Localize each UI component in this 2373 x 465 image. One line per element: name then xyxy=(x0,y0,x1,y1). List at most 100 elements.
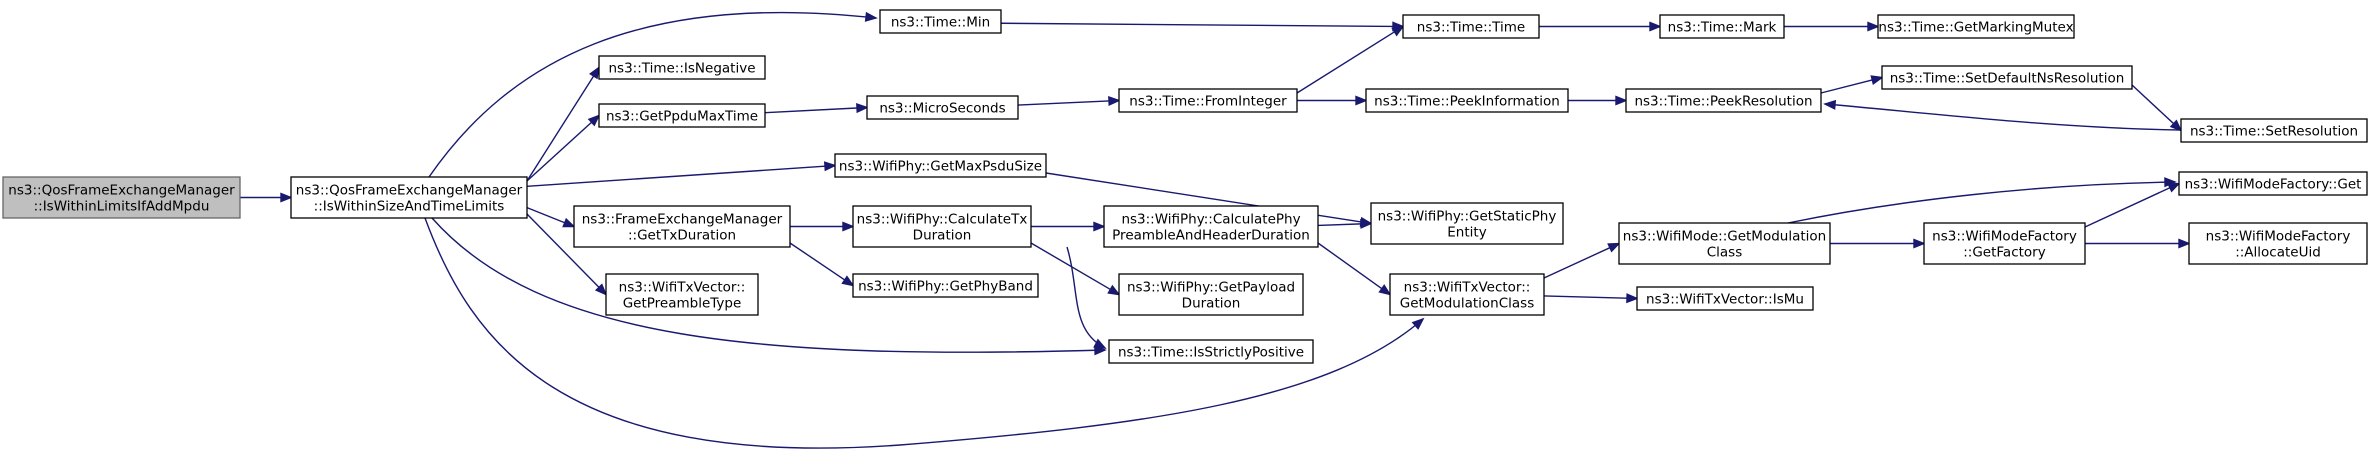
node-fget[interactable]: ns3::WifiModeFactory::Get xyxy=(2178,171,2368,196)
edge-n2-to-fem xyxy=(526,207,576,228)
node-getppdu[interactable]: ns3::GetPpduMaxTime xyxy=(598,103,766,128)
arrowhead-icon xyxy=(841,275,855,287)
edge-line xyxy=(789,242,846,281)
call-graph-nodes: ns3::QosFrameExchangeManager::IsWithinLi… xyxy=(2,9,2368,364)
edge-line xyxy=(526,75,595,182)
node-label: ns3::Time::GetMarkingMutex xyxy=(1878,20,2073,36)
edge-frominteger-to-peekinfo xyxy=(1297,95,1368,106)
node-box xyxy=(598,55,766,80)
node-box xyxy=(1389,273,1545,316)
node-alloc[interactable]: ns3::WifiModeFactory::AllocateUid xyxy=(2188,222,2368,265)
edge-calctx-to-strict xyxy=(1066,246,1107,349)
edge-line xyxy=(1066,246,1106,349)
node-peekinfo[interactable]: ns3::Time::PeekInformation xyxy=(1365,88,1569,113)
arrowhead-icon xyxy=(864,11,878,22)
arrowhead-icon xyxy=(2169,119,2183,132)
arrowhead-icon xyxy=(1649,21,1662,32)
node-peekres[interactable]: ns3::Time::PeekResolution xyxy=(1625,88,1822,113)
edge-time-to-mark xyxy=(1539,21,1662,32)
edge-line xyxy=(424,217,1424,449)
node-isneg[interactable]: ns3::Time::IsNegative xyxy=(598,55,766,80)
node-box xyxy=(1618,222,1831,265)
node-modemodcls[interactable]: ns3::WifiMode::GetModulationClass xyxy=(1618,222,1831,265)
edge-micro-to-frominteger xyxy=(1017,95,1121,107)
node-label: Duration xyxy=(1182,296,1241,312)
edge-line xyxy=(526,165,826,187)
edge-root-to-n2 xyxy=(240,192,293,203)
arrowhead-icon xyxy=(1913,238,1926,249)
node-label: ns3::Time::PeekInformation xyxy=(1374,94,1560,110)
edge-line xyxy=(526,207,565,224)
edge-line xyxy=(526,121,593,182)
edge-line xyxy=(1317,223,1362,227)
edge-line xyxy=(1296,31,1395,94)
node-txmodcls[interactable]: ns3::WifiTxVector::GetModulationClass xyxy=(1389,273,1545,316)
edge-peekres-to-setdef xyxy=(1820,75,1884,94)
node-box xyxy=(1370,202,1564,245)
node-label: ::IsWithinSizeAndTimeLimits xyxy=(314,199,505,215)
node-maxpsdu[interactable]: ns3::WifiPhy::GetMaxPsduSize xyxy=(834,153,1047,178)
node-phyband[interactable]: ns3::WifiPhy::GetPhyBand xyxy=(852,273,1039,298)
arrowhead-icon xyxy=(2178,238,2191,249)
edge-line xyxy=(2131,84,2175,125)
arrowhead-icon xyxy=(1108,95,1121,107)
node-box xyxy=(1365,88,1569,113)
arrowhead-icon xyxy=(1867,21,1880,32)
edge-line xyxy=(428,11,877,178)
node-setdef[interactable]: ns3::Time::SetDefaultNsResolution xyxy=(1881,65,2133,90)
edge-n2-to-pretype xyxy=(526,213,608,296)
node-calcphy[interactable]: ns3::WifiPhy::CalculatePhyPreambleAndHea… xyxy=(1103,205,1319,248)
node-box xyxy=(866,95,1019,120)
node-time[interactable]: ns3::Time::Time xyxy=(1402,14,1540,39)
node-root: ns3::QosFrameExchangeManager::IsWithinLi… xyxy=(2,176,241,219)
node-micro[interactable]: ns3::MicroSeconds xyxy=(866,95,1019,120)
edge-n2-to-getppdu xyxy=(526,114,601,182)
node-pretype[interactable]: ns3::WifiTxVector::GetPreambleType xyxy=(605,273,759,316)
node-mutex[interactable]: ns3::Time::GetMarkingMutex xyxy=(1877,14,2075,39)
node-box xyxy=(1659,14,1785,39)
node-ismu[interactable]: ns3::WifiTxVector::IsMu xyxy=(1636,286,1814,311)
node-strict[interactable]: ns3::Time::IsStrictlyPositive xyxy=(1108,339,1314,364)
node-label: ns3::WifiPhy::CalculateTx xyxy=(857,212,1028,228)
edge-modemodcls-to-getfactory xyxy=(1830,238,1926,249)
node-label: ns3::Time::FromInteger xyxy=(1129,94,1287,110)
edge-n2-to-maxpsdu xyxy=(526,161,837,187)
node-label: Class xyxy=(1707,245,1743,261)
node-box xyxy=(1625,88,1822,113)
node-label: ::GetTxDuration xyxy=(628,228,736,244)
node-getfactory[interactable]: ns3::WifiModeFactory::GetFactory xyxy=(1923,222,2086,265)
node-fem[interactable]: ns3::FrameExchangeManager::GetTxDuration xyxy=(573,205,791,248)
edge-line xyxy=(431,217,1106,353)
node-n2[interactable]: ns3::QosFrameExchangeManager::IsWithinSi… xyxy=(290,176,528,219)
node-frominteger[interactable]: ns3::Time::FromInteger xyxy=(1118,88,1298,113)
edge-getppdu-to-micro xyxy=(764,103,869,114)
arrowhead-icon xyxy=(842,221,855,232)
node-box xyxy=(879,9,1002,34)
node-box xyxy=(573,205,791,248)
arrowhead-icon xyxy=(589,65,601,80)
edge-fem-to-phyband xyxy=(789,242,855,287)
node-min[interactable]: ns3::Time::Min xyxy=(879,9,1002,34)
node-label: ns3::Time::IsStrictlyPositive xyxy=(1118,345,1304,361)
node-setres[interactable]: ns3::Time::SetResolution xyxy=(2180,118,2368,143)
node-mark[interactable]: ns3::Time::Mark xyxy=(1659,14,1785,39)
node-label: ns3::Time::SetDefaultNsResolution xyxy=(1890,71,2125,87)
node-label: Duration xyxy=(913,228,972,244)
node-label: ns3::WifiModeFactory::Get xyxy=(2185,177,2362,193)
node-label: ns3::Time::Mark xyxy=(1668,20,1777,36)
arrowhead-icon xyxy=(1411,317,1425,330)
node-box xyxy=(1402,14,1540,39)
arrowhead-icon xyxy=(1626,293,1639,304)
node-label: ns3::WifiTxVector:: xyxy=(619,280,746,296)
arrowhead-icon xyxy=(594,283,608,296)
edge-calcphy-to-static xyxy=(1317,218,1373,229)
node-label: ns3::WifiPhy::GetPhyBand xyxy=(858,279,1033,295)
edge-setres-to-peekres xyxy=(1823,99,2182,131)
node-label: ::IsWithinLimitsIfAddMpdu xyxy=(34,199,210,215)
node-label: ns3::FrameExchangeManager xyxy=(582,212,783,228)
arrowhead-icon xyxy=(1607,242,1621,253)
arrowhead-icon xyxy=(587,114,601,127)
